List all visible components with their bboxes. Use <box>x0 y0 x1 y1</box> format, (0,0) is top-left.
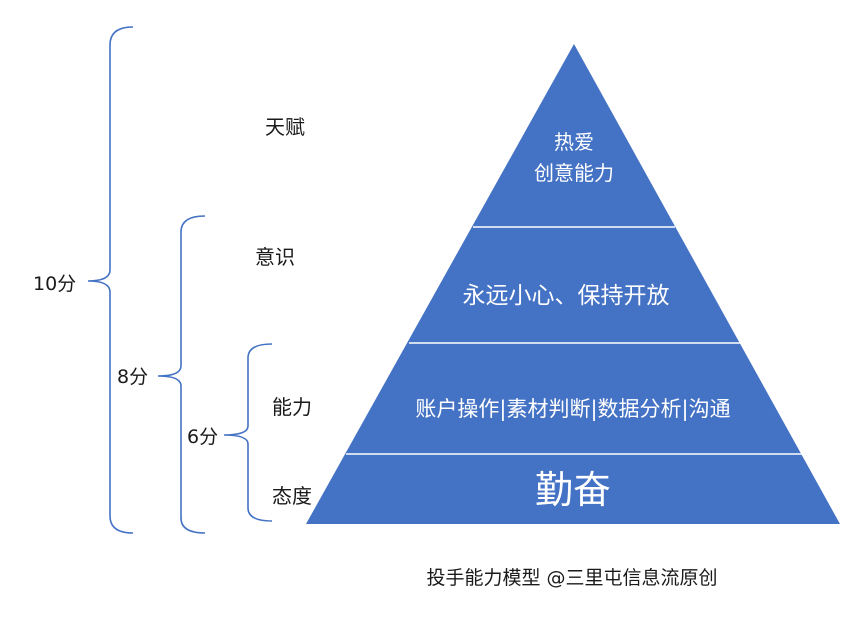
label-awareness: 意识 <box>255 245 295 269</box>
pyramid: 热爱 创意能力 永远小心、保持开放 账户操作|素材判断|数据分析|沟通 勤奋 <box>306 44 840 524</box>
score-ten: 10分 <box>33 273 76 295</box>
tier-skills-text: 账户操作|素材判断|数据分析|沟通 <box>415 397 730 422</box>
score-eight: 8分 <box>117 366 148 388</box>
braces <box>87 26 273 534</box>
brace-10 <box>87 26 134 534</box>
pyramid-body <box>306 44 840 524</box>
label-ability: 能力 <box>272 395 312 419</box>
tier-passion-text: 热爱 <box>554 130 594 154</box>
tier-creativity-text: 创意能力 <box>534 161 614 185</box>
score-six: 6分 <box>187 426 218 448</box>
brace-6 <box>223 343 273 522</box>
tier-diligence-text: 勤奋 <box>535 468 611 512</box>
brace-8 <box>157 215 206 534</box>
tier-awareness-text: 永远小心、保持开放 <box>463 283 670 309</box>
label-talent: 天赋 <box>265 115 305 139</box>
scores: 10分 8分 6分 <box>33 273 218 448</box>
diagram-caption: 投手能力模型 @三里屯信息流原创 <box>426 567 717 589</box>
side-labels: 天赋 意识 能力 态度 <box>255 115 312 508</box>
label-attitude: 态度 <box>272 484 312 508</box>
